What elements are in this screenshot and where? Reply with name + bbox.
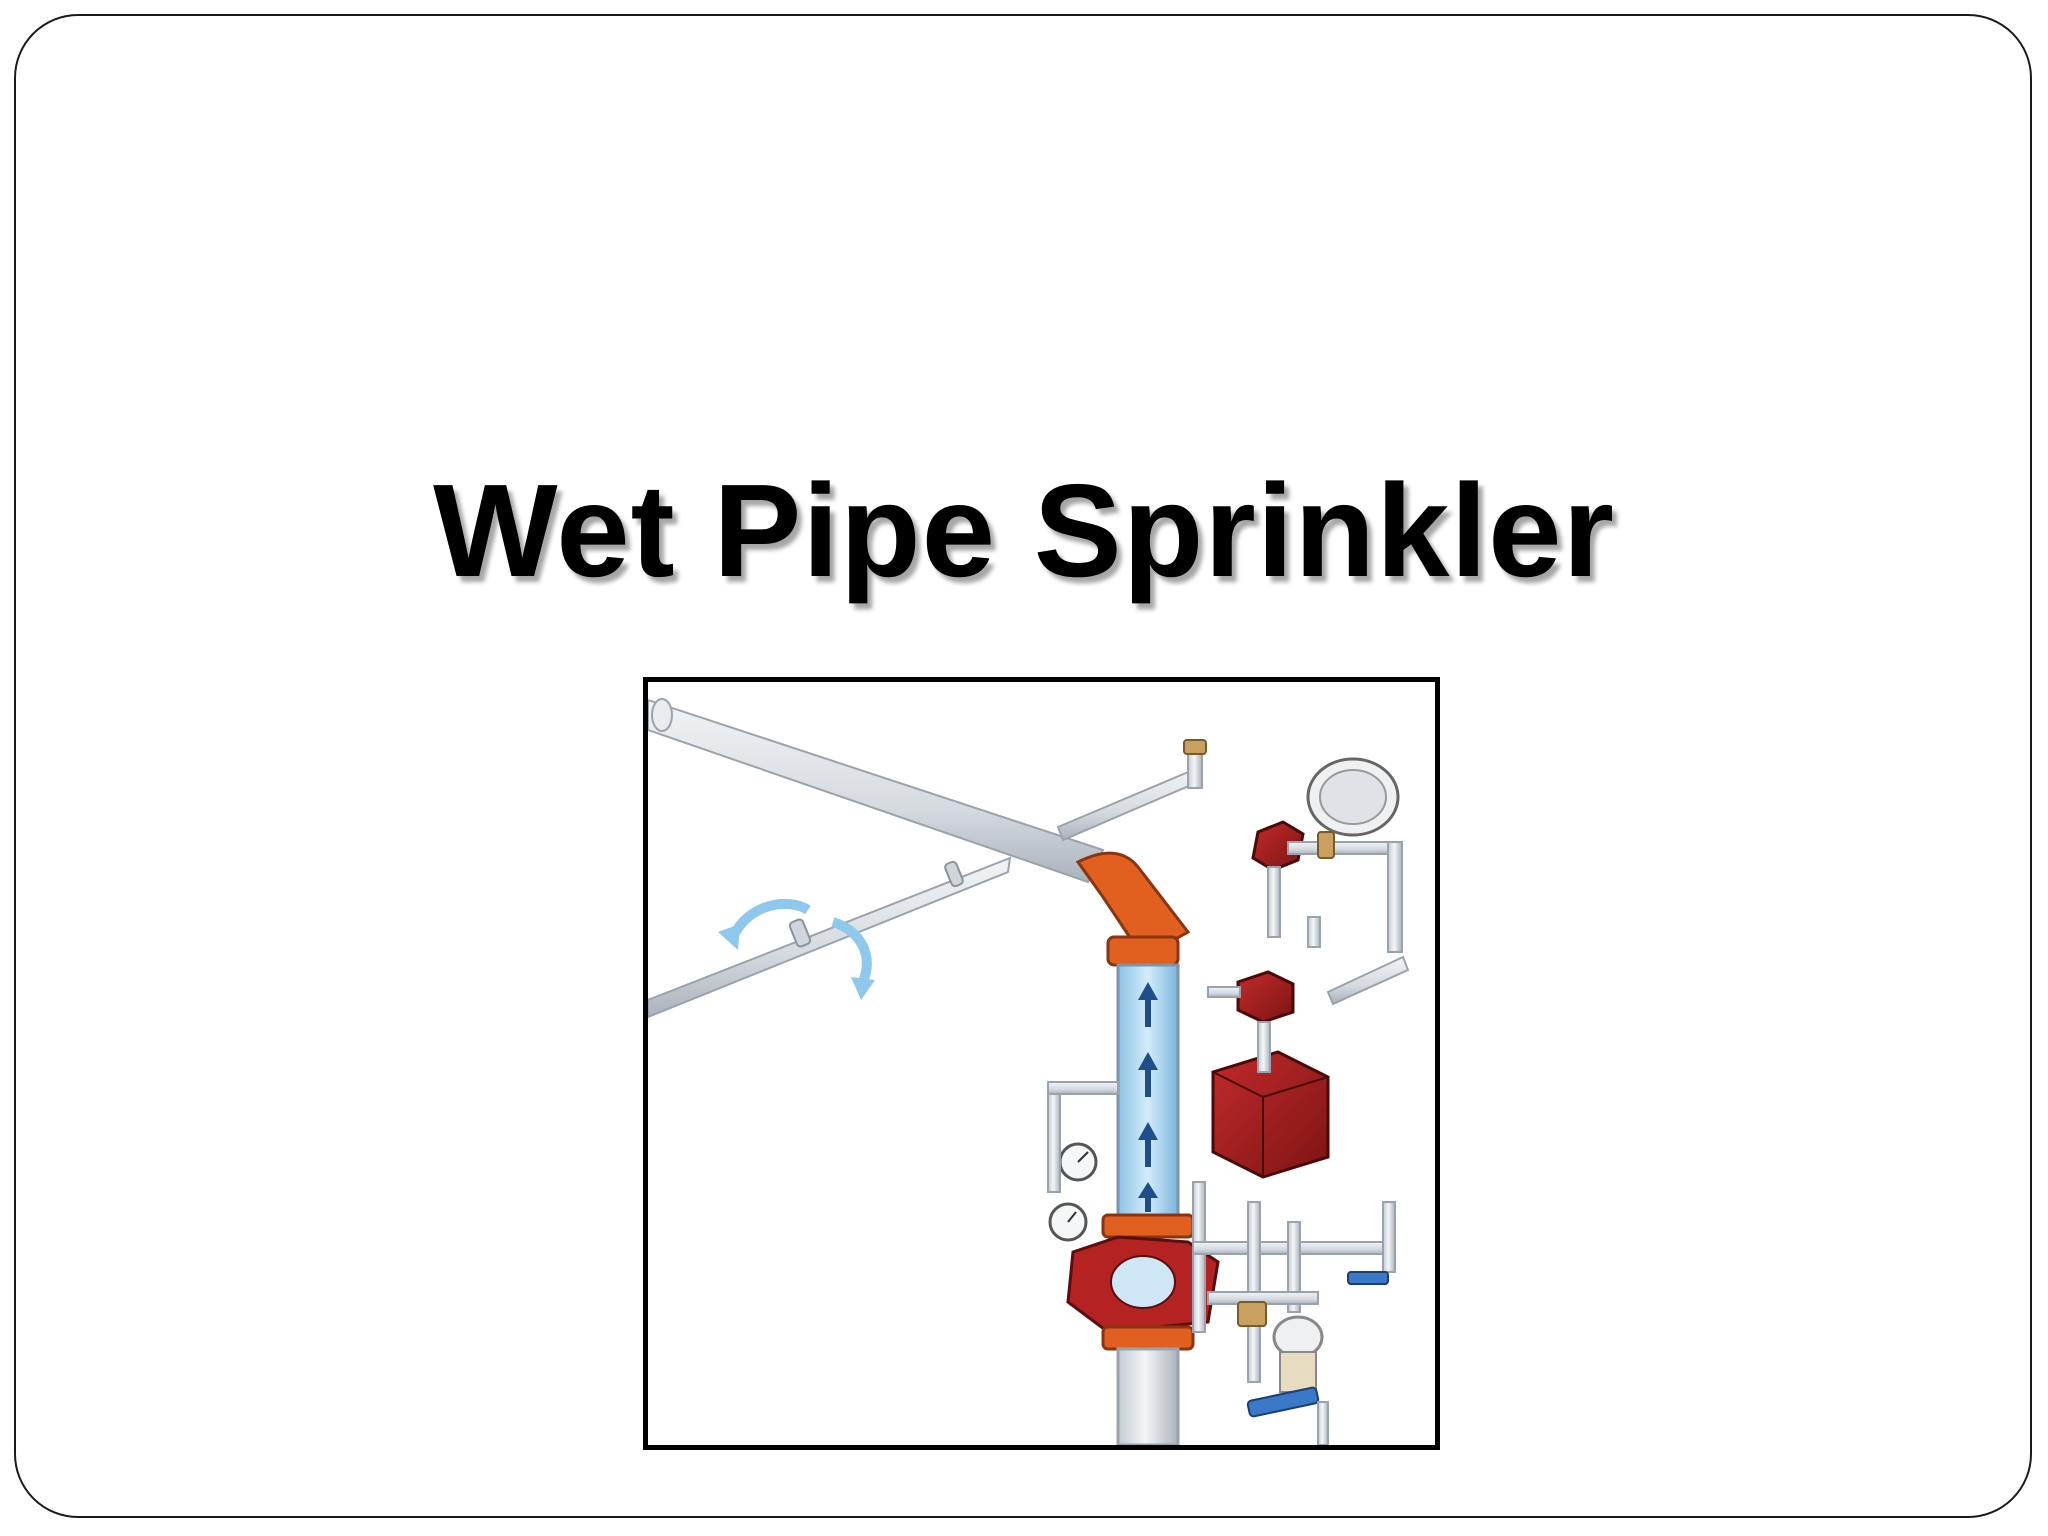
flow-arrows-branch: [718, 898, 875, 1000]
inspector-test-pipe: [1056, 739, 1207, 842]
elbow-fitting: [1075, 851, 1191, 967]
trim-piping: [1192, 1181, 1396, 1383]
main-drain-valve: [1246, 1315, 1329, 1445]
pressure-gauges: [1047, 1081, 1119, 1242]
sprinkler-system-illustration: [643, 677, 1440, 1450]
retard-chamber: [1211, 1050, 1330, 1179]
slide-title: Wet Pipe Sprinkler: [433, 457, 1615, 604]
pressure-switch: [1207, 970, 1295, 1073]
sprinkler-diagram: [648, 698, 1410, 1445]
flow-up-arrows: [1138, 982, 1158, 1212]
water-motor-gong: [1251, 757, 1410, 1006]
branch-line: [648, 856, 1012, 1019]
main-pipe: [648, 698, 1105, 884]
riser-pipe: [1116, 963, 1180, 1217]
alarm-check-valve: [1066, 1213, 1220, 1445]
